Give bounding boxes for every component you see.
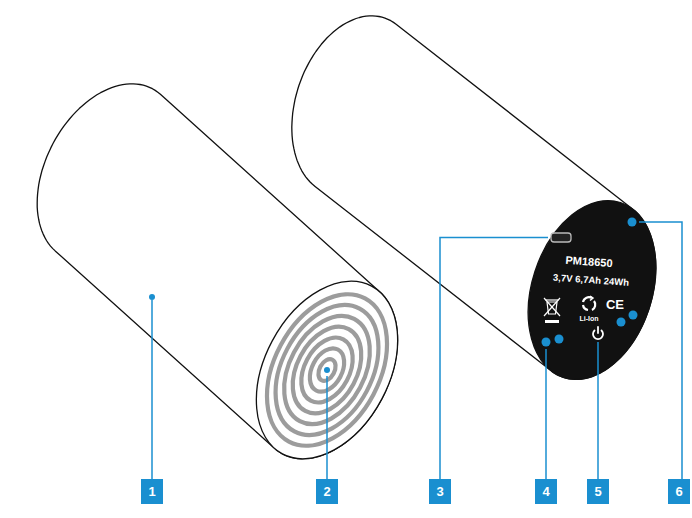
callout-number: 3	[429, 479, 451, 504]
callout-number: 6	[668, 479, 690, 504]
leader-lines	[152, 222, 682, 479]
callout-text: 5	[594, 484, 601, 499]
spec-label: 3,7V 6,7Ah 24Wh	[553, 273, 630, 288]
weee-bar	[545, 320, 559, 323]
status-led	[628, 218, 637, 227]
model-label: PM18650	[565, 255, 613, 269]
center-dot	[324, 367, 330, 373]
level-led	[617, 318, 626, 327]
callout-text: 1	[148, 484, 155, 499]
callout-number: 1	[141, 479, 163, 504]
level-led	[555, 335, 564, 344]
end-face	[507, 184, 678, 396]
wireless-face	[228, 257, 427, 483]
callout-text: 6	[675, 484, 682, 499]
power-button	[593, 327, 603, 339]
callout-text: 2	[323, 484, 330, 499]
usb-port	[551, 233, 571, 242]
weee-bin-symbol	[544, 298, 560, 316]
callout-number: 4	[535, 479, 557, 504]
chemistry-label: Li-Ion	[579, 315, 598, 322]
callout-text: 4	[542, 484, 549, 499]
callout-number: 5	[587, 479, 609, 504]
callout-number: 2	[316, 479, 338, 504]
ce-mark: CE	[606, 298, 624, 311]
leader-dot	[149, 294, 155, 300]
level-led	[542, 338, 551, 347]
level-led	[629, 311, 638, 320]
callout-text: 3	[436, 484, 443, 499]
recycle-symbol	[583, 296, 595, 310]
